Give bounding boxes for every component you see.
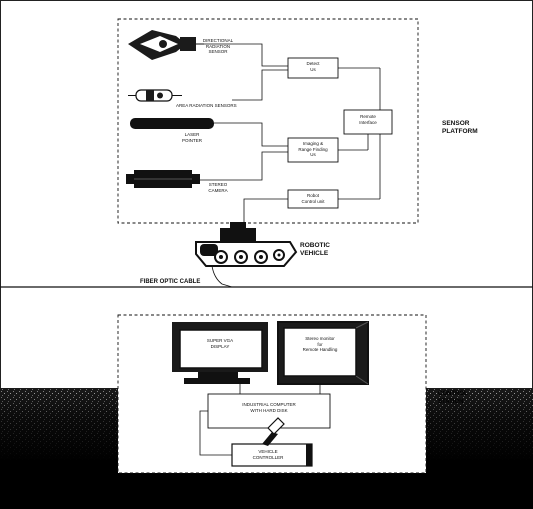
area-sensors-graphic: [128, 89, 182, 102]
control-station-title: CONTROL STATION: [438, 391, 468, 405]
stereo-camera-label: STEREO CAMERA: [208, 182, 228, 193]
directional-sensor-graphic: [128, 30, 204, 60]
svga-display-label: SUPER VGA DISPLAY: [206, 338, 234, 349]
stereo-monitor-label: Stereo monitor for Remote Handling: [302, 336, 338, 352]
robot-box-label: Robot Control unit: [301, 193, 325, 204]
robotic-vehicle-label: ROBOTIC VEHICLE: [300, 242, 330, 257]
sensor-boundary: [117, 18, 419, 224]
computer-label: INDUSTRIAL COMPUTER WITH HARD DISK: [242, 402, 296, 413]
fiber-optic-cable-label: FIBER OPTIC CABLE: [140, 279, 201, 285]
computer-box: [207, 393, 331, 429]
stereo-monitor-graphic: [277, 321, 369, 385]
detect-box-label: Detect Us: [306, 61, 320, 72]
remote-box: [343, 109, 393, 135]
sensor-platform-title: SENSOR PLATFORM: [442, 120, 478, 135]
imaging-box-label: Imaging & Range Finding Us: [298, 141, 328, 157]
area-sensors-label: AREA RADIATION SENSORS: [176, 103, 237, 108]
directional-sensor-label: DIRECTIONAL RADIATION SENSOR: [202, 38, 234, 54]
control-boundary: [117, 314, 427, 474]
svga-monitor-graphic: [172, 322, 268, 384]
control-connections: [199, 384, 321, 456]
vehicle-controller-label: VEHICLE CONTROLLER: [252, 449, 284, 460]
vehicle-controller-graphic: [231, 417, 313, 467]
laser-pointer-graphic: [130, 118, 214, 129]
stereo-camera-graphic: [126, 170, 200, 188]
remote-box-label: Remote Interface: [359, 114, 377, 125]
fiber-cable-line: [211, 265, 233, 288]
robotic-vehicle-graphic: [195, 222, 298, 267]
laser-pointer-label: LASER POINTER: [181, 132, 202, 143]
sensor-connections: [200, 43, 381, 230]
